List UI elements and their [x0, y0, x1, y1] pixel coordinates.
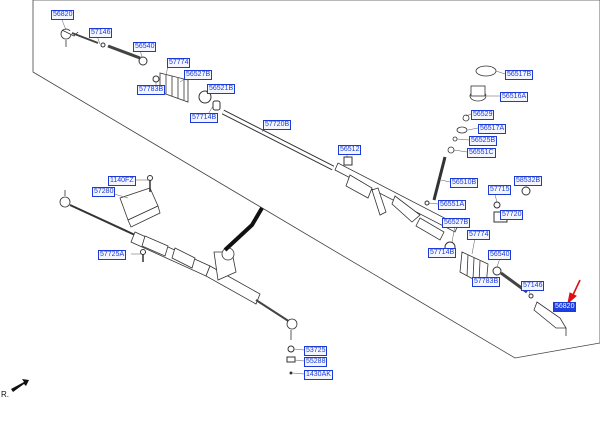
- callout-56551A[interactable]: 56551A: [438, 200, 467, 210]
- steering-column-shaft: [223, 206, 264, 252]
- callout-57774-bot[interactable]: 57774: [467, 230, 491, 240]
- callout-56529[interactable]: 56529: [471, 110, 495, 120]
- washer-53725: [287, 345, 295, 353]
- inner-ball-joint-right: [492, 266, 502, 276]
- callout-57783B-bot[interactable]: 57783B: [472, 277, 501, 287]
- front-arrow-icon: [11, 379, 29, 392]
- pin-1430AK: [289, 371, 293, 375]
- heat-shield: [119, 187, 161, 228]
- callout-56521B[interactable]: 56521B: [207, 84, 236, 94]
- callout-56820-selected[interactable]: 56820: [553, 302, 577, 312]
- lock-nut-right: [528, 293, 534, 299]
- callout-57146-bot[interactable]: 57146: [521, 281, 545, 291]
- callout-53725[interactable]: 53725: [304, 346, 328, 356]
- callout-56525B[interactable]: 56525B: [469, 136, 498, 146]
- callout-56540-bot[interactable]: 56540: [488, 250, 512, 260]
- inner-ball-joint-left: [138, 56, 148, 66]
- callout-56820-top[interactable]: 56820: [51, 10, 75, 20]
- lock-nut-left: [100, 42, 106, 48]
- tie-rod-threaded-left: [71, 32, 99, 44]
- exploded-view-frame: [32, 0, 600, 359]
- callout-56516A[interactable]: 56516A: [500, 92, 529, 102]
- callout-57774-top[interactable]: 57774: [167, 58, 191, 68]
- rack-bushing-ring: [198, 90, 212, 104]
- assembled-steering-gear: [130, 231, 261, 305]
- callout-57280[interactable]: 57280: [92, 187, 116, 197]
- callout-56527B-top[interactable]: 56527B: [184, 70, 213, 80]
- inner-tie-rod-left: [107, 44, 141, 60]
- bolt-56551A: [424, 200, 430, 206]
- callout-1140FZ[interactable]: 1140FZ: [108, 176, 136, 186]
- rack-bushing: [212, 100, 221, 111]
- callout-56517B[interactable]: 56517B: [505, 70, 534, 80]
- boot-clamp-left: [152, 75, 160, 83]
- callout-56540-top[interactable]: 56540: [133, 42, 157, 52]
- callout-57725A[interactable]: 57725A: [98, 250, 127, 260]
- front-label: R.: [1, 390, 9, 399]
- outer-tie-rod-end-bottom-right: [286, 318, 298, 340]
- callout-57783B-top[interactable]: 57783B: [137, 85, 166, 95]
- callout-56510B[interactable]: 56510B: [450, 178, 479, 188]
- callout-55288[interactable]: 55288: [304, 357, 328, 367]
- callout-56551C[interactable]: 56551C: [467, 148, 496, 158]
- pinion-shaft: [432, 156, 447, 201]
- callout-56512[interactable]: 56512: [338, 145, 362, 155]
- red-pointer-arrow: [567, 279, 581, 305]
- callout-57714B-bot[interactable]: 57714B: [428, 248, 457, 258]
- outer-tie-rod-end-bottom-left: [59, 190, 136, 236]
- callout-58532B[interactable]: 58532B: [514, 176, 543, 186]
- steering-gear-housing: [334, 162, 459, 241]
- callout-57720B[interactable]: 57720B: [263, 120, 292, 130]
- callout-1430AK[interactable]: 1430AK: [304, 370, 333, 380]
- callout-56517A[interactable]: 56517A: [478, 124, 507, 134]
- outer-tie-rod-end-left: [60, 28, 79, 47]
- outer-tie-rod-end-right: [533, 301, 567, 336]
- callout-57146-top[interactable]: 57146: [89, 28, 113, 38]
- seal-stack: [447, 65, 497, 154]
- callout-57715[interactable]: 57715: [488, 185, 512, 195]
- callout-57720[interactable]: 57720: [500, 210, 524, 220]
- yoke-spring: [521, 186, 531, 196]
- nut-55288: [286, 356, 296, 363]
- bellows-boot-left: [159, 72, 189, 103]
- mount-bush-top: [343, 156, 353, 166]
- tie-rod-bottom-right: [255, 299, 291, 323]
- callout-57714B-top[interactable]: 57714B: [190, 113, 219, 123]
- callout-56527B-bot[interactable]: 56527B: [442, 218, 471, 228]
